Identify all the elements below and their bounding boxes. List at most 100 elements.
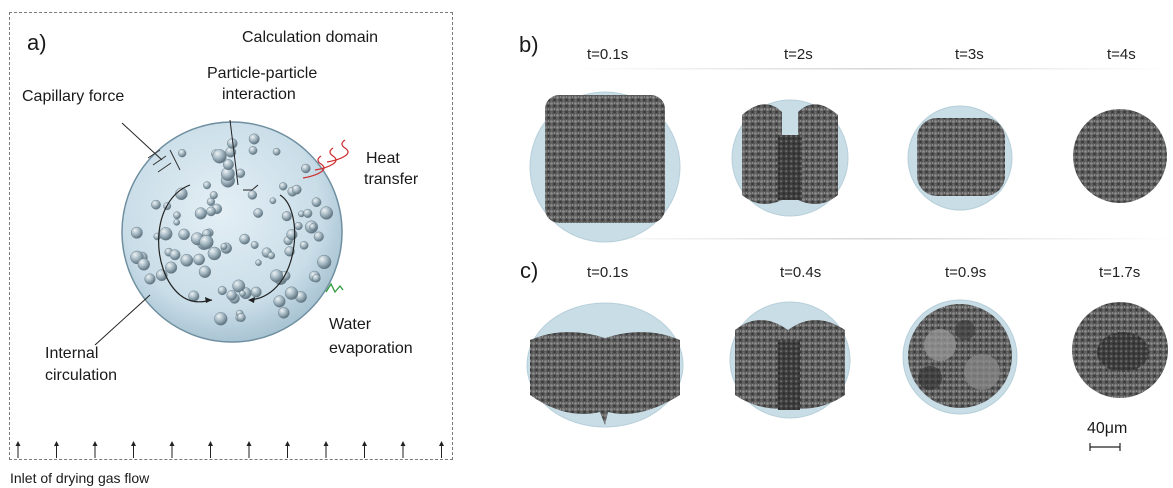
particle-interaction-label-line2: interaction [222,86,296,103]
particle [232,279,246,293]
panel-b-time-2: t=2s [784,46,813,63]
particle [255,259,262,266]
panel-b-time-1: t=0.1s [587,46,629,63]
heat-transfer-label-line2: transfer [364,171,419,188]
particle [279,182,288,191]
panel-c-time-3: t=0.9s [945,264,987,281]
particle [220,243,228,250]
snapshot-b-1 [529,91,681,243]
particle [267,251,276,260]
droplet-schematic [15,119,444,458]
heat-transfer-arrows [302,139,349,179]
particle [178,228,190,241]
particle [291,184,302,195]
panel-b-time-4: t=4s [1107,46,1136,63]
particle [269,197,277,205]
particle [248,146,258,155]
particle [222,159,234,171]
panel-c-label: c) [520,258,539,283]
circulation-leader [94,294,151,346]
particle [194,207,207,220]
particle [269,269,284,283]
particle [193,253,205,266]
internal-circulation-label-line2: circulation [45,367,118,384]
particle [173,218,181,226]
particle [239,233,250,245]
particle [137,258,150,271]
water-evaporation-label-line1: Water [329,316,372,333]
panel-c-time-1: t=0.1s [587,264,629,281]
capillary-force-label: Capillary force [22,88,125,105]
particle [239,290,246,297]
particle [209,191,218,200]
particle [248,133,260,145]
panel-c-time-4: t=1.7s [1099,264,1141,281]
particle [250,286,262,298]
calculation-domain-label: Calculation domain [242,29,379,46]
water-evaporation-label-line2: evaporation [329,340,413,357]
internal-circulation-label-line1: Internal [45,345,99,362]
snapshot-c-2 [729,301,851,419]
particle [278,307,290,319]
particle [299,240,309,250]
particle [178,149,187,158]
scale-bar-label: 40μm [1087,420,1128,437]
particle [217,286,227,296]
droplet [121,121,343,343]
particle [212,149,227,164]
particle [226,290,237,301]
particle [286,229,298,241]
particle [207,246,222,261]
particle [159,227,173,241]
particle-interaction-leader [229,119,239,186]
snapshot-b-3 [907,105,1013,211]
particle [151,199,161,210]
panel-c-time-2: t=0.4s [780,264,822,281]
panel-a-label: a) [27,30,47,55]
particle [284,286,299,300]
panel-b-label: b) [519,32,539,57]
heat-transfer-label-line1: Heat [366,150,400,167]
particle [165,261,178,274]
snapshot-c-3 [902,299,1018,415]
particle [301,163,311,174]
particle [173,211,181,220]
scale-bar [1089,443,1121,451]
capillary-leader [121,122,163,161]
particle [250,241,259,249]
inlet-gas-flow-label: Inlet of drying gas flow [10,470,150,486]
particle [180,253,194,267]
particle [144,273,156,285]
particle [206,206,216,217]
particle [130,226,143,239]
circulation-arrow-right [249,194,296,301]
particle [198,265,212,278]
particle [199,234,214,250]
particle [272,147,281,156]
particle [303,208,313,218]
panel-b-time-3: t=3s [955,46,984,63]
particles [130,133,334,326]
snapshot-b-4 [1073,109,1167,203]
particle [236,313,246,322]
particle [317,254,332,270]
inlet-arrows [15,441,444,458]
particle [247,190,258,200]
particle [309,223,317,231]
particle [169,249,181,261]
circulation-arrow-left [158,184,191,296]
particle [203,181,211,190]
snapshot-c-4 [1072,302,1168,398]
calculation-domain-box [9,12,453,460]
snapshot-b-2 [731,99,849,217]
particle [188,290,200,302]
particle [313,231,324,242]
simulation-snapshots [526,68,1172,451]
particle [319,206,334,220]
particle [273,295,286,308]
particle [312,273,321,283]
particle [311,197,322,208]
particle [294,221,303,231]
particle [281,211,292,222]
evaporation-arrow [325,282,344,294]
